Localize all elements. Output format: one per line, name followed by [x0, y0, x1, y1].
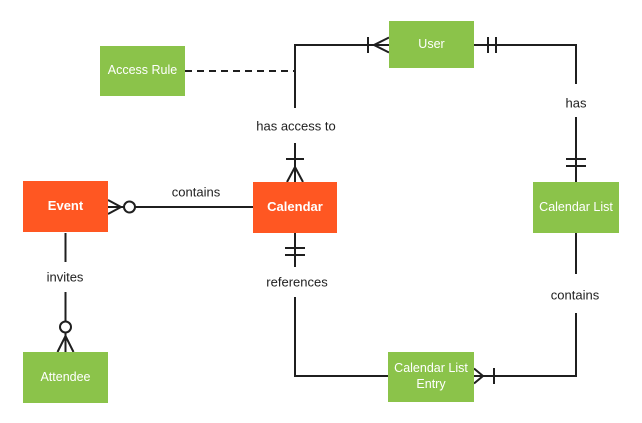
connector-event-calendar-contains: [107, 199, 253, 215]
entity-calendar-list-label: Calendar List: [539, 199, 613, 214]
crows-foot-event-right: [107, 199, 124, 215]
relationship-label-has-access-to: has access to: [256, 118, 336, 134]
zero-circle-event-right: [123, 200, 136, 214]
relationship-label-references: references: [266, 274, 328, 290]
crows-foot-attendee-top: [56, 333, 75, 353]
connector-user-calendarlist-has: [474, 37, 586, 182]
entity-user[interactable]: User: [389, 21, 474, 68]
entity-calendar-list-entry[interactable]: Calendar List Entry: [388, 352, 474, 402]
zero-circle-attendee-top: [59, 320, 72, 334]
relationship-label-contains-right: contains: [550, 287, 600, 303]
entity-calendar-list[interactable]: Calendar List: [533, 182, 619, 233]
entity-attendee[interactable]: Attendee: [23, 352, 108, 403]
entity-calendar[interactable]: Calendar: [253, 182, 337, 233]
relationship-label-contains-top: contains: [171, 184, 221, 200]
connector-event-attendee-invites: [56, 233, 75, 353]
entity-access-rule[interactable]: Access Rule: [100, 46, 185, 96]
crows-foot-calendar-top: [286, 164, 304, 183]
entity-event-label: Event: [47, 198, 84, 214]
entity-calendar-label: Calendar: [267, 199, 323, 215]
entity-attendee-label: Attendee: [40, 369, 91, 384]
connector-user-calendar-has-access-to: [286, 36, 390, 183]
relationship-label-invites: invites: [46, 269, 84, 285]
relationship-label-has: has: [565, 95, 587, 111]
connector-calendarlist-entry-contains: [473, 233, 577, 385]
entity-access-rule-label: Access Rule: [107, 63, 178, 78]
entity-user-label: User: [418, 36, 445, 51]
entity-event[interactable]: Event: [23, 181, 108, 232]
connector-calendar-entry-references: [285, 233, 388, 377]
entity-calendar-list-entry-label: Calendar List Entry: [394, 361, 468, 391]
crows-foot-user-side: [371, 36, 390, 54]
crows-foot-entry-right: [473, 367, 485, 385]
